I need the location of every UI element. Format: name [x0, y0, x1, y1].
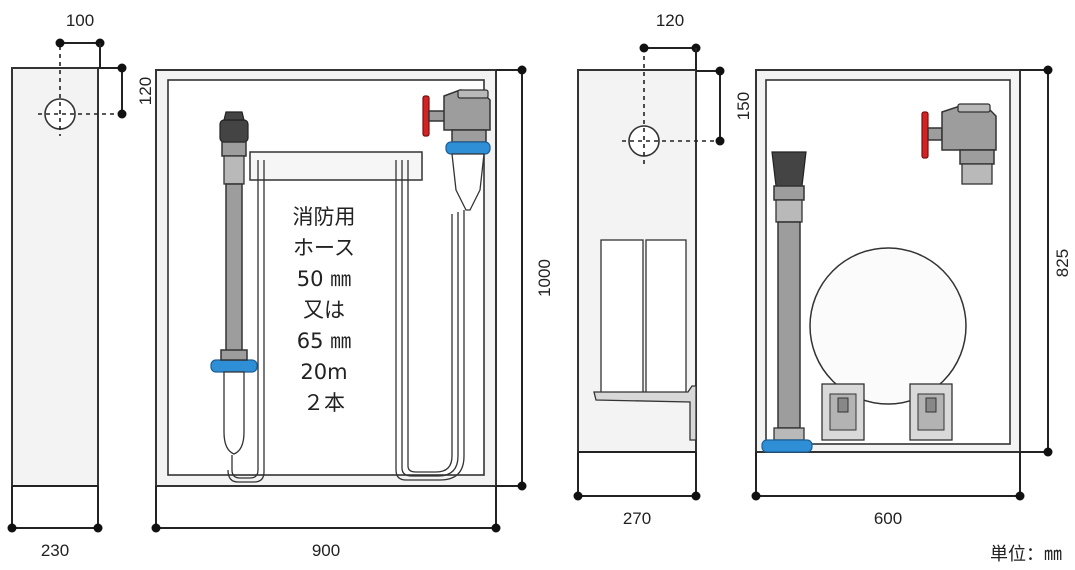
dim-left-top-offset: 100 — [66, 11, 94, 30]
hose-label-line7: ２本 — [303, 391, 345, 415]
hose-label-line5: 65 ㎜ — [297, 329, 351, 353]
right-front-view: 825 600 — [751, 65, 1072, 528]
hydrant-valve-icon — [921, 103, 997, 185]
coupling-blue-icon — [210, 359, 258, 373]
hose-label-line4: 又は — [303, 298, 345, 322]
dim-right-width: 600 — [874, 509, 902, 528]
hose-side-panel — [645, 239, 687, 399]
dim-left-depth: 230 — [41, 541, 69, 560]
dim-right-top-offset: 120 — [656, 11, 684, 30]
hose-bracket — [593, 385, 697, 441]
dim-left-vertical-offset: 120 — [136, 77, 155, 105]
hose-side-panel — [600, 239, 644, 399]
hose-label-line6: 20m — [300, 360, 347, 384]
left-front-view: 消防用 ホース 50 ㎜ 又は 65 ㎜ 20m ２本 1000 900 — [151, 65, 554, 560]
dim-right-depth: 270 — [623, 509, 651, 528]
hydrant-valve-icon — [422, 89, 491, 211]
reel-stand-icon — [821, 383, 865, 441]
dim-left-width: 900 — [312, 541, 340, 560]
left-side-view: 100 120 230 — [7, 11, 155, 560]
reel-stand-icon — [909, 383, 953, 441]
left-side-body — [11, 67, 99, 487]
coupling-blue-icon — [761, 439, 813, 453]
hose-label-line3: 50 ㎜ — [297, 267, 351, 291]
hose-nozzle-icon — [210, 111, 258, 455]
dim-right-height: 825 — [1053, 249, 1072, 277]
hose-reel-icon — [809, 247, 967, 405]
dim-right-vertical-offset: 150 — [734, 92, 753, 120]
hose-nozzle-icon — [761, 151, 813, 453]
hose-label-line1: 消防用 — [293, 205, 356, 229]
hose-label-line2: ホース — [293, 236, 355, 260]
hose-rack — [249, 151, 423, 181]
dim-left-height: 1000 — [535, 259, 554, 297]
right-side-view: 120 150 270 — [573, 11, 753, 528]
unit-label: 単位：㎜ — [990, 544, 1062, 565]
